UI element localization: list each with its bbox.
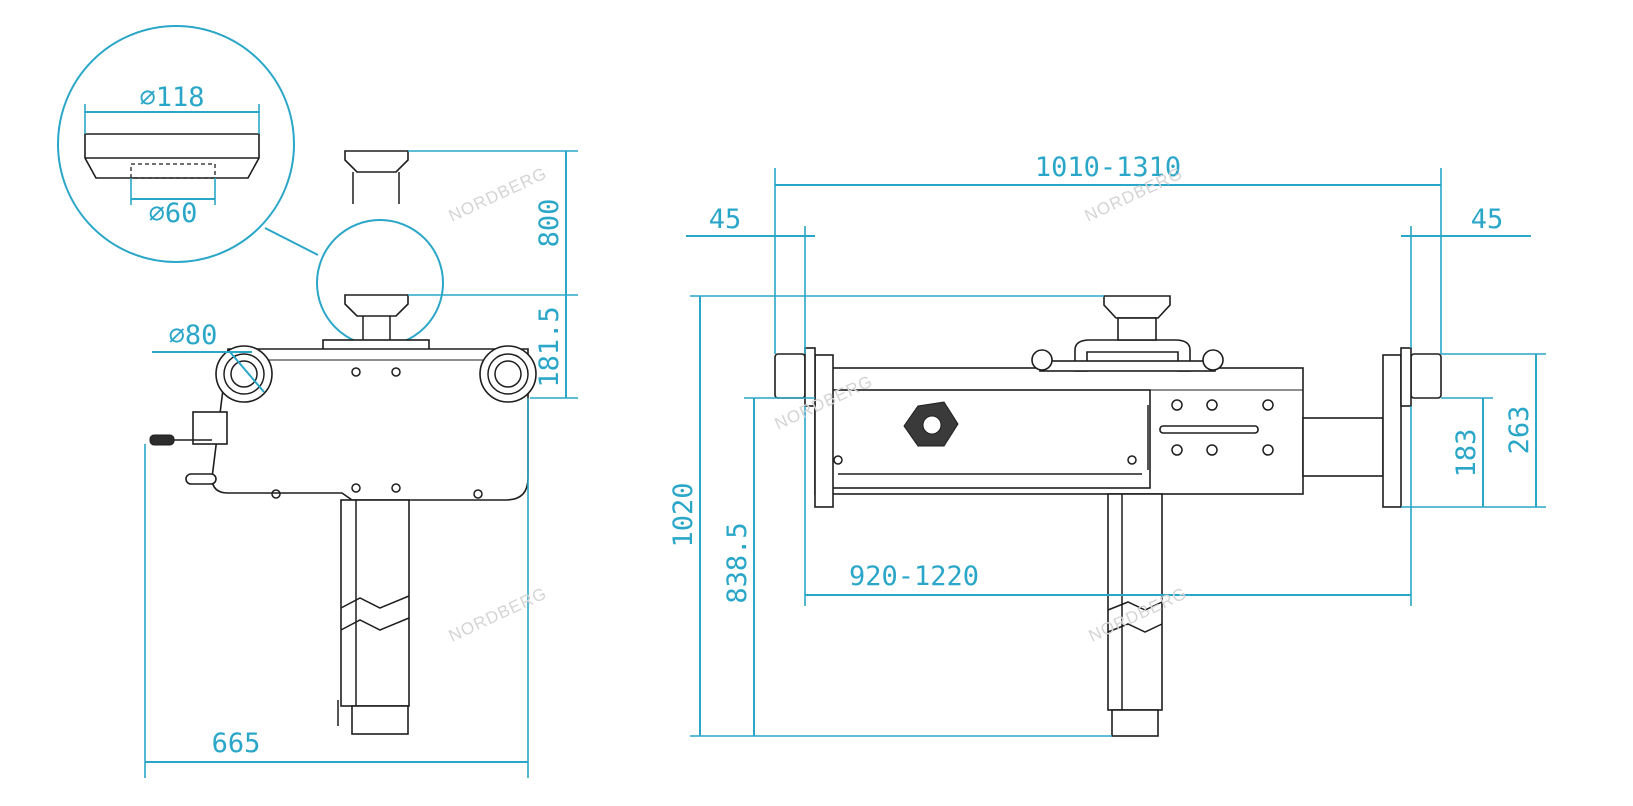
detail-leader [264, 227, 319, 256]
top-pad-lowered [344, 294, 409, 317]
dim-total-height: 1020 [668, 482, 699, 547]
side-saddle [1103, 295, 1171, 319]
dim-height-800: 800 [534, 199, 565, 248]
dim-frame-183: 183 [1451, 429, 1482, 478]
right-end-plate [1382, 354, 1402, 508]
right-end-roller [1410, 353, 1442, 399]
column-base [351, 705, 409, 735]
dim-pad-outer: ⌀118 [139, 82, 204, 113]
watermark-4: NORDBERG [446, 584, 550, 646]
dim-offset-right: 45 [1471, 204, 1504, 235]
side-column-base [1111, 709, 1159, 737]
dim-wheel: ⌀80 [169, 320, 218, 351]
dim-span-bottom: 920-1220 [849, 561, 979, 592]
detail-circle [57, 25, 295, 263]
dim-offset-left: 45 [709, 204, 742, 235]
detail-source-circle [316, 219, 444, 347]
right-small-wheel [1202, 349, 1224, 371]
left-end-roller [774, 353, 806, 399]
dim-frame-263: 263 [1504, 406, 1535, 455]
dim-pad-inner: ⌀60 [149, 198, 198, 229]
slide-plate [824, 389, 1151, 489]
pad-recess-hidden [130, 163, 216, 179]
dim-body-height: 838.5 [722, 522, 753, 603]
lift-column [340, 499, 410, 707]
pump-valve [192, 411, 228, 445]
dim-height-181: 181.5 [534, 306, 565, 387]
release-handle [149, 434, 175, 446]
dim-width-665: 665 [212, 728, 261, 759]
left-small-wheel [1031, 349, 1053, 371]
side-column [1107, 493, 1163, 711]
top-pad-raised [344, 150, 409, 173]
dim-span-top: 1010-1310 [1035, 152, 1181, 183]
extension-bar [1302, 417, 1384, 477]
detail-view: ⌀118 ⌀60 [57, 25, 444, 347]
saddle-pad-profile [84, 133, 260, 179]
side-view: 1010-1310 45 45 920-1220 1020 838.5 183 … [668, 152, 1546, 737]
left-end-plate [814, 354, 834, 508]
end-view: 800 181.5 ⌀80 665 [144, 150, 578, 778]
